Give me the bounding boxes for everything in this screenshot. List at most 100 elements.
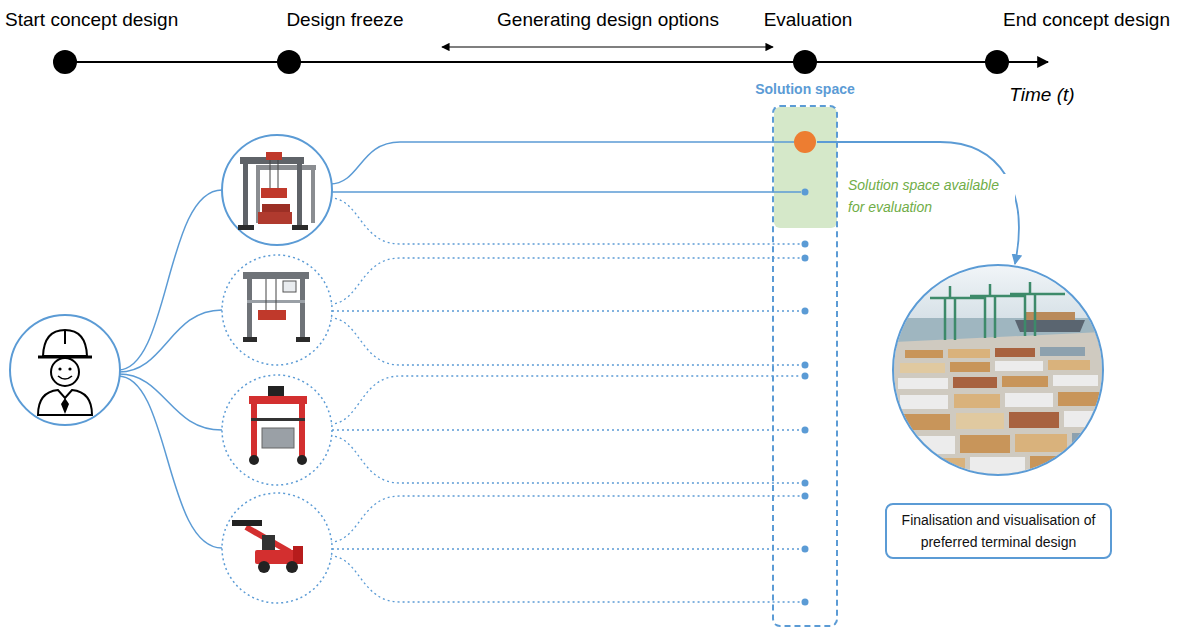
solution-dot [802,362,809,369]
crane-wheels [243,337,257,342]
option-line [330,496,801,542]
quay-crane [970,284,1025,338]
milestone-label: Start concept design [5,9,178,31]
crane-leg [247,279,252,339]
equipment-circle [222,493,332,603]
straddle-carrier [249,386,307,465]
automated-stacking-crane [243,272,310,342]
phase-label: Generating design options [497,9,719,31]
solution-dot [802,546,809,553]
equipment-circle [222,375,332,485]
stacker-counterweight [293,546,303,564]
solution-dot [802,599,809,606]
solution-space-region: Solution space [772,105,838,627]
crane-girder [243,272,309,279]
milestone-dot [793,50,817,74]
stacker-boom [246,527,290,552]
terminal-visualisation [893,265,1112,475]
container-block [258,212,292,224]
crane-wheels [296,337,310,342]
option-line [332,191,801,193]
engineer-icon [38,330,92,415]
reach-stacker [232,520,303,573]
carrier-leg [299,404,305,456]
engineer-eye [58,367,61,370]
carrier-wheel [297,455,307,465]
container-block [1005,393,1053,407]
box-title: Solution space [755,80,855,98]
container-block [898,378,948,389]
crane-cable [266,279,267,310]
crane-cable [270,160,271,188]
carrier-beam [251,418,305,421]
stacker-spreader [232,520,262,526]
quay-crane [930,286,985,340]
option-line [330,258,801,304]
timeline-axis [65,61,1048,63]
hard-hat-brim [38,356,92,359]
span-arrow [442,46,773,47]
option-lines-dotted [330,198,801,602]
crane-leg [300,279,305,339]
solution-dot [802,189,809,196]
process-box: Finalisation and visualisation of prefer… [885,503,1112,559]
engineer-eye [68,367,71,370]
option-lines [330,142,801,192]
solution-dot [802,255,809,262]
container-block [262,204,290,212]
equipment-circle [222,135,332,245]
solution-dot [802,493,809,500]
carrier-frame [249,396,307,404]
choice-line [119,310,222,372]
container-block [995,361,1043,371]
container-block [956,413,1004,429]
crane-sill [238,225,254,230]
rail-mounted-gantry-crane [238,152,316,230]
container-block [1053,375,1098,386]
container-block [970,457,1025,474]
stacker-wheel [258,561,270,573]
container-block [1002,376,1048,387]
crane-leg [311,165,315,223]
terminal-circle-ground [893,265,1103,475]
container-block [1030,456,1085,473]
equipment-circle [222,255,332,365]
engineer-head [51,358,79,386]
milestone-label: Evaluation [764,9,853,31]
option-line [330,436,801,483]
crane-sill [292,225,308,230]
container-block [900,395,948,409]
engineer-circle [10,315,120,425]
solution-dots [802,189,809,606]
axis-label: Time (t) [1009,84,1074,106]
container-block [953,377,997,388]
container-block [1058,392,1102,406]
container-block [1040,347,1085,356]
option-line [330,318,801,365]
quay-cranes [930,282,1065,340]
choice-line [118,190,222,370]
choice-lines [118,190,222,548]
container-block [258,310,286,320]
milestone-dot [985,50,1009,74]
stacker-cab [262,535,275,550]
engineer-tie [61,398,69,414]
container-block [954,394,1000,408]
crane-cab [283,281,296,292]
option-line [330,556,801,602]
quay-crane [1010,282,1065,336]
solution-dot [802,241,809,248]
container-block [1015,434,1067,452]
milestone-label: Design freeze [286,9,403,31]
selection-arrow [817,142,1019,264]
annotation-note: Solution space available for evaluation [846,174,1015,218]
engineer-smile [58,376,72,379]
option-line [330,142,794,184]
container-block [1064,411,1104,427]
solution-dot [802,427,809,434]
hard-hat [43,330,87,356]
engineer-body [38,390,92,415]
preferred-solution-dot [794,131,816,153]
choice-line [118,376,222,548]
container-block [261,188,287,198]
